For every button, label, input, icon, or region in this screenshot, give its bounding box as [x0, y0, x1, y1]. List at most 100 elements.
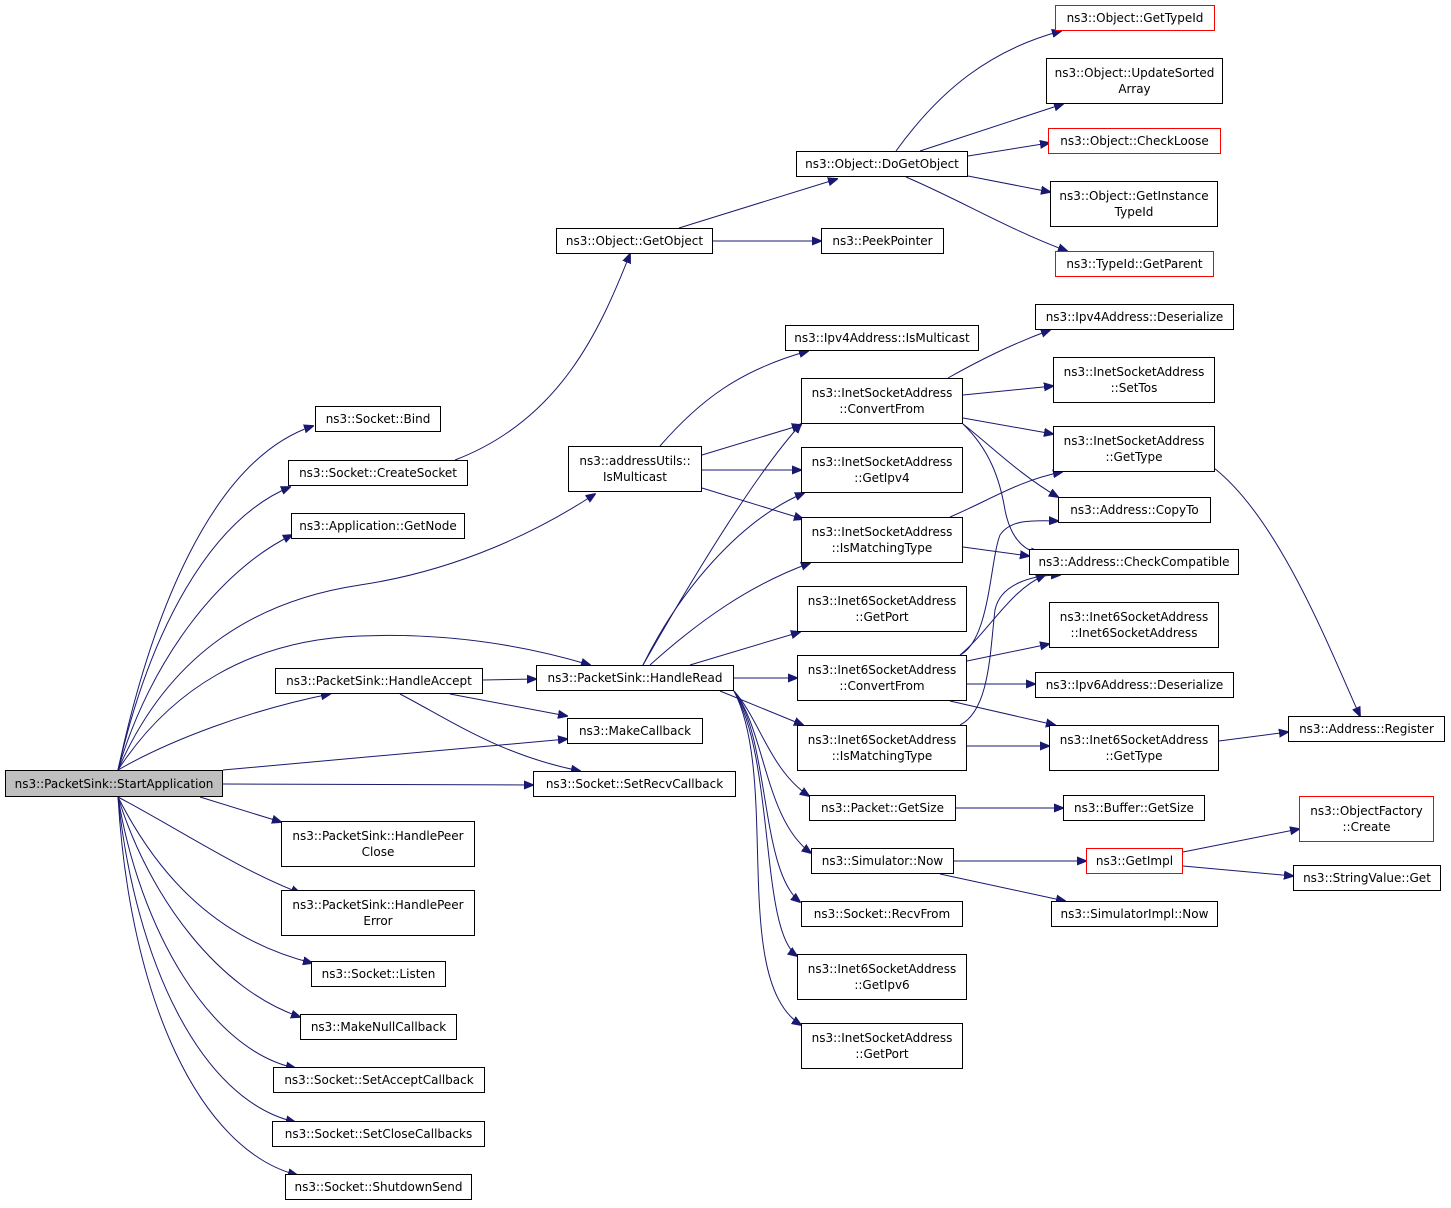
- node-object-check-loose[interactable]: ns3::Object::CheckLoose: [1048, 128, 1221, 154]
- node-label-line: Array: [1118, 82, 1151, 96]
- node-inet-get-port[interactable]: ns3::InetSocketAddress::GetPort: [801, 1023, 963, 1069]
- node-label-line: ns3::Socket::CreateSocket: [299, 466, 457, 480]
- node-label-line: ns3::Inet6SocketAddress: [807, 733, 957, 747]
- edge-handle-read-to-inet-convert-from: [642, 424, 801, 666]
- node-handle-accept[interactable]: ns3::PacketSink::HandleAccept: [275, 668, 483, 694]
- node-label-line: ns3::Application::GetNode: [299, 519, 457, 533]
- node-label-line: ns3::InetSocketAddress: [811, 1031, 953, 1045]
- edge-start-application-to-set-recv-callback: [222, 784, 533, 785]
- node-inet6-get-port[interactable]: ns3::Inet6SocketAddress::GetPort: [797, 586, 967, 632]
- node-label-line: ::GetType: [1105, 749, 1163, 763]
- node-socket-listen[interactable]: ns3::Socket::Listen: [311, 961, 446, 987]
- node-label-line: ns3::PacketSink::StartApplication: [14, 776, 214, 791]
- node-label-line: ns3::Address::Register: [1299, 722, 1434, 736]
- node-inet6-ctor[interactable]: ns3::Inet6SocketAddress::Inet6SocketAddr…: [1049, 602, 1219, 648]
- node-handle-read[interactable]: ns3::PacketSink::HandleRead: [536, 665, 734, 691]
- node-label: ns3::Address::CheckCompatible: [1038, 554, 1229, 570]
- node-label: ns3::addressUtils::IsMulticast: [579, 453, 690, 485]
- node-label: ns3::Socket::SetRecvCallback: [546, 776, 723, 792]
- node-application-get-node[interactable]: ns3::Application::GetNode: [291, 513, 465, 539]
- node-inet6-is-matching-type[interactable]: ns3::Inet6SocketAddress::IsMatchingType: [797, 725, 967, 771]
- node-address-utils-is-multicast[interactable]: ns3::addressUtils::IsMulticast: [568, 446, 702, 492]
- node-buffer-get-size[interactable]: ns3::Buffer::GetSize: [1063, 795, 1205, 821]
- edge-inet6-is-matching-type-to-address-check-compatible: [959, 575, 1060, 726]
- edge-object-do-get-object-to-object-get-type-id: [895, 31, 1061, 152]
- node-object-factory-create[interactable]: ns3::ObjectFactory::Create: [1299, 796, 1434, 842]
- node-string-value-get[interactable]: ns3::StringValue::Get: [1293, 865, 1441, 891]
- node-inet6-get-ipv6[interactable]: ns3::Inet6SocketAddress::GetIpv6: [797, 954, 967, 1000]
- node-label-line: ns3::Ipv4Address::Deserialize: [1045, 310, 1224, 324]
- node-label: ns3::TypeId::GetParent: [1066, 256, 1202, 272]
- node-make-null-callback[interactable]: ns3::MakeNullCallback: [300, 1014, 457, 1040]
- node-inet6-convert-from[interactable]: ns3::Inet6SocketAddress::ConvertFrom: [797, 655, 967, 701]
- node-set-recv-callback[interactable]: ns3::Socket::SetRecvCallback: [533, 771, 736, 797]
- node-address-register[interactable]: ns3::Address::Register: [1288, 716, 1445, 742]
- edge-inet-convert-from-to-inet-set-tos: [962, 386, 1053, 396]
- node-socket-recv-from[interactable]: ns3::Socket::RecvFrom: [801, 901, 963, 927]
- node-label: ns3::InetSocketAddress::SetTos: [1064, 364, 1205, 396]
- node-inet-get-ipv4[interactable]: ns3::InetSocketAddress::GetIpv4: [801, 447, 963, 493]
- node-socket-create-socket[interactable]: ns3::Socket::CreateSocket: [288, 460, 468, 486]
- edge-inet-convert-from-to-ipv4-deserialize: [947, 330, 1050, 379]
- node-peek-pointer[interactable]: ns3::PeekPointer: [821, 228, 944, 254]
- node-ipv6-deserialize[interactable]: ns3::Ipv6Address::Deserialize: [1035, 672, 1234, 698]
- node-typeid-get-parent[interactable]: ns3::TypeId::GetParent: [1055, 251, 1214, 277]
- node-inet-set-tos[interactable]: ns3::InetSocketAddress::SetTos: [1053, 357, 1215, 403]
- node-label: ns3::Inet6SocketAddress::IsMatchingType: [808, 732, 956, 764]
- node-inet-is-matching-type[interactable]: ns3::InetSocketAddress::IsMatchingType: [801, 517, 963, 563]
- node-label-line: ns3::Object::DoGetObject: [805, 157, 959, 171]
- node-set-accept-callback[interactable]: ns3::Socket::SetAcceptCallback: [273, 1067, 485, 1093]
- node-object-get-object[interactable]: ns3::Object::GetObject: [556, 228, 713, 254]
- node-label: ns3::Socket::ShutdownSend: [295, 1179, 463, 1195]
- node-label-line: ns3::PacketSink::HandlePeer: [292, 829, 464, 843]
- node-socket-bind[interactable]: ns3::Socket::Bind: [315, 406, 441, 432]
- edge-inet6-convert-from-to-address-check-compatible: [959, 575, 1045, 656]
- node-label-line: Close: [361, 845, 395, 859]
- edge-handle-read-to-inet6-get-port: [689, 632, 800, 666]
- node-label: ns3::MakeCallback: [579, 723, 691, 739]
- node-label-line: ns3::Object::GetTypeId: [1066, 11, 1204, 25]
- node-get-impl[interactable]: ns3::GetImpl: [1086, 848, 1183, 874]
- node-label-line: ns3::Inet6SocketAddress: [1059, 610, 1209, 624]
- node-ipv4-is-multicast[interactable]: ns3::Ipv4Address::IsMulticast: [785, 325, 979, 351]
- node-simulator-impl-now[interactable]: ns3::SimulatorImpl::Now: [1051, 901, 1218, 927]
- node-label-line: ns3::InetSocketAddress: [811, 455, 953, 469]
- node-label-line: ::GetIpv6: [854, 978, 910, 992]
- node-label-line: ns3::Simulator::Now: [821, 854, 944, 868]
- node-simulator-now[interactable]: ns3::Simulator::Now: [811, 848, 954, 874]
- node-label-line: ns3::Inet6SocketAddress: [807, 663, 957, 677]
- edge-object-do-get-object-to-object-check-loose: [967, 143, 1049, 157]
- node-address-check-compatible[interactable]: ns3::Address::CheckCompatible: [1029, 549, 1239, 575]
- node-label-line: ::GetPort: [855, 1047, 909, 1061]
- node-label: ns3::Socket::CreateSocket: [299, 465, 457, 481]
- node-inet6-get-type[interactable]: ns3::Inet6SocketAddress::GetType: [1049, 725, 1219, 771]
- node-label-line: ns3::ObjectFactory: [1310, 804, 1423, 818]
- node-packet-get-size[interactable]: ns3::Packet::GetSize: [809, 795, 956, 821]
- node-make-callback[interactable]: ns3::MakeCallback: [567, 718, 703, 744]
- node-inet-get-type[interactable]: ns3::InetSocketAddress::GetType: [1053, 426, 1215, 472]
- node-set-close-callbacks[interactable]: ns3::Socket::SetCloseCallbacks: [272, 1121, 485, 1147]
- node-label-line: Error: [363, 914, 393, 928]
- node-label: ns3::InetSocketAddress::IsMatchingType: [812, 524, 953, 556]
- node-label: ns3::InetSocketAddress::GetPort: [812, 1030, 953, 1062]
- edge-inet-convert-from-to-address-check-compatible: [962, 423, 1040, 553]
- node-object-get-type-id[interactable]: ns3::Object::GetTypeId: [1055, 5, 1215, 31]
- node-label: ns3::Inet6SocketAddress::ConvertFrom: [808, 662, 956, 694]
- node-label: ns3::Socket::Listen: [322, 966, 436, 982]
- node-label-line: ns3::PacketSink::HandleAccept: [286, 674, 472, 688]
- node-ipv4-deserialize[interactable]: ns3::Ipv4Address::Deserialize: [1035, 304, 1234, 330]
- node-inet-convert-from[interactable]: ns3::InetSocketAddress::ConvertFrom: [801, 378, 963, 424]
- edge-inet6-convert-from-to-address-copy-to: [959, 521, 1058, 656]
- node-object-do-get-object[interactable]: ns3::Object::DoGetObject: [796, 151, 968, 177]
- edge-start-application-to-set-accept-callback: [117, 796, 295, 1068]
- node-label-line: ns3::Ipv6Address::Deserialize: [1045, 678, 1224, 692]
- node-shutdown-send[interactable]: ns3::Socket::ShutdownSend: [285, 1174, 472, 1200]
- node-address-copy-to[interactable]: ns3::Address::CopyTo: [1058, 497, 1211, 523]
